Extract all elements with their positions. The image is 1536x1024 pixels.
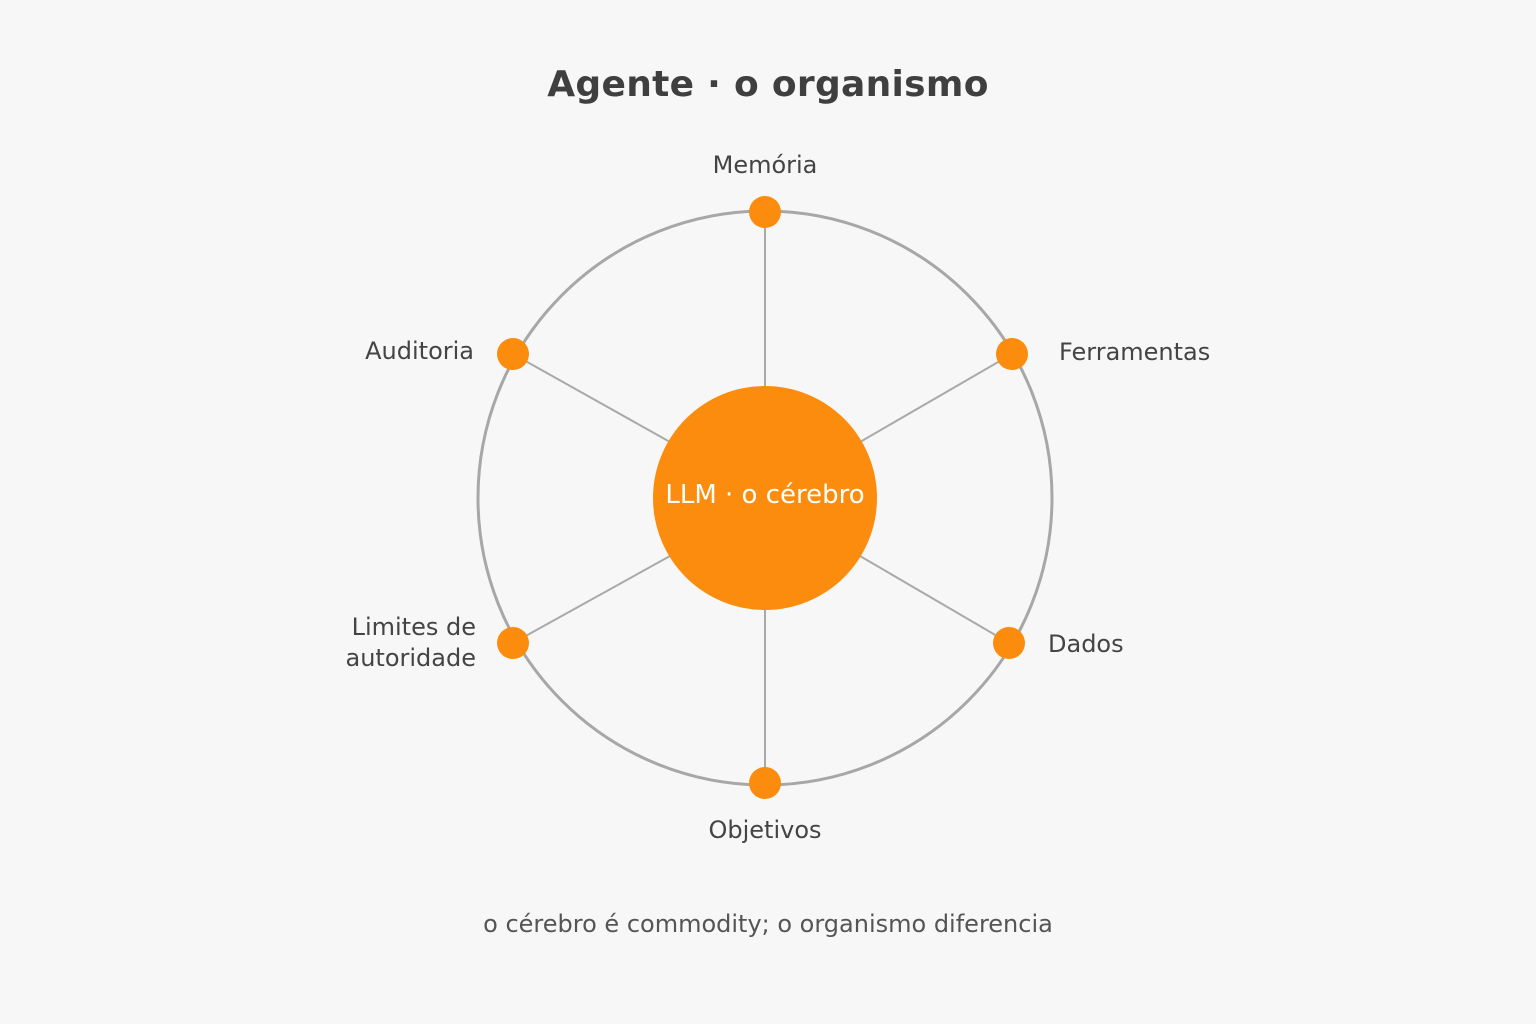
node-ferramentas [996,338,1028,370]
label-ferramentas: Ferramentas [1059,338,1211,366]
spoke-dados [859,555,1010,644]
spoke-limites [512,555,671,644]
label-objetivos: Objetivos [708,816,822,844]
label-limites-de-autoridade: Limites de autoridade [296,612,477,674]
label-limites-line-1: Limites de [351,613,476,641]
label-dados: Dados [1048,630,1124,658]
diagram-title: Agente · o organismo [547,64,989,105]
node-objetivos [749,767,781,799]
label-auditoria: Auditoria [365,337,474,365]
center-label: LLM · o cérebro [665,480,865,510]
spoke-ferramentas [859,353,1013,443]
label-limites-line-2: autoridade [345,644,477,672]
spoke-auditoria [512,353,671,443]
node-memoria [749,196,781,228]
label-memoria: Memória [712,151,818,179]
node-limites [497,627,529,659]
center-hub [653,386,877,610]
footer-caption: o cérebro é commodity; o organismo difer… [483,910,1053,938]
node-auditoria [497,338,529,370]
node-dados [993,627,1025,659]
